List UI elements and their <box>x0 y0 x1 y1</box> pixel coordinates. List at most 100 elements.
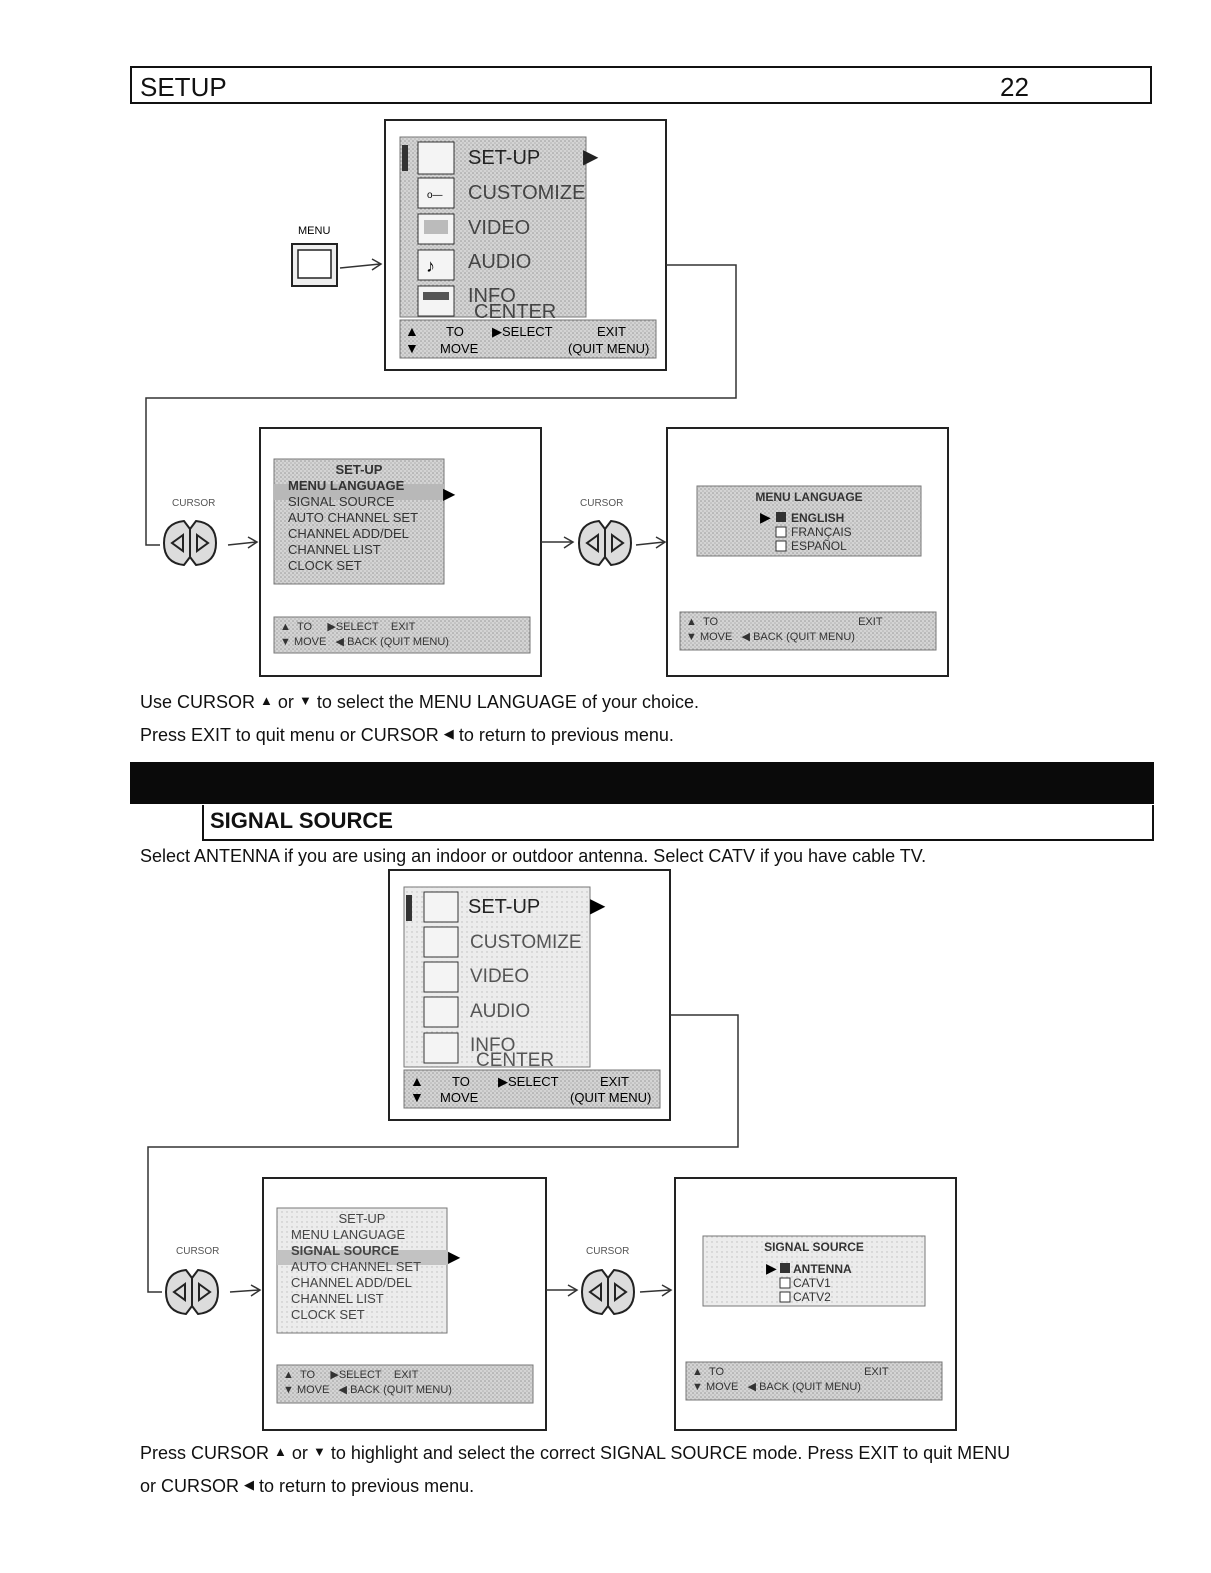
main-menu-frame-2 <box>388 869 671 1121</box>
signal-option-antenna[interactable]: ANTENNA <box>793 1262 852 1276</box>
main-menu-item-info: INFO <box>470 1035 515 1056</box>
checkbox-icon <box>779 1291 791 1303</box>
customize-icon: o— <box>417 177 455 209</box>
language-menu-title: MENU LANGUAGE <box>755 490 863 504</box>
signal-menu-text: SIGNAL SOURCE ANTENNA CATV1 CATV2 <box>703 1240 925 1304</box>
language-option-francais[interactable]: FRANÇAIS <box>791 525 852 539</box>
footer-select: ▶SELECT <box>498 1074 559 1089</box>
down-arrow-icon: ▼ <box>312 1444 326 1459</box>
signal-option-catv1[interactable]: CATV1 <box>793 1276 831 1290</box>
setup-menu-footer-1 <box>273 616 531 654</box>
main-menu-item-setup: SET-UP <box>468 147 540 169</box>
cursor-pad-icon <box>165 1269 219 1315</box>
main-menu-item-video: VIDEO <box>470 966 529 987</box>
info-icon <box>423 1032 459 1064</box>
language-option-espanol[interactable]: ESPAÑOL <box>791 539 847 553</box>
main-menu-item-audio: AUDIO <box>470 1001 530 1022</box>
language-menu-frame <box>666 427 949 677</box>
setup-menu-title: SET-UP <box>338 1211 386 1226</box>
right-arrow-icon: ▶ <box>760 509 771 525</box>
main-menu-footer-1 <box>399 319 657 359</box>
right-arrow-icon: ▶ <box>448 1249 461 1266</box>
instruction-line-2: Press EXIT to quit menu or CURSOR ◀ to r… <box>140 725 674 745</box>
main-menu-item-video: VIDEO <box>468 217 530 239</box>
cursor-pad-icon <box>581 1269 635 1315</box>
right-arrow-icon: ▶ <box>766 1260 777 1276</box>
cursor-label: CURSOR <box>176 1246 219 1257</box>
signal-menu-title: SIGNAL SOURCE <box>764 1240 864 1254</box>
instruction-line-4: or CURSOR ◀ to return to previous menu. <box>140 1476 475 1496</box>
down-arrow-icon: ▼ <box>298 693 312 708</box>
main-menu-frame-1 <box>384 119 667 371</box>
left-arrow-icon: ◀ <box>443 726 454 741</box>
setup-menu-item[interactable]: SIGNAL SOURCE <box>288 494 395 509</box>
footer-to: TO <box>446 324 464 339</box>
info-icon <box>417 285 455 317</box>
setup-menu-item[interactable]: CHANNEL LIST <box>291 1291 384 1306</box>
setup-menu-item[interactable]: CHANNEL LIST <box>288 542 381 557</box>
section-description: Select ANTENNA if you are using an indoo… <box>140 846 927 866</box>
checkbox-checked-icon <box>780 1263 790 1273</box>
connector-line-1 <box>145 264 737 540</box>
arrow-to-menu <box>339 263 381 269</box>
setup-menu-title: SET-UP <box>335 462 383 477</box>
setup-menu-item[interactable]: MENU LANGUAGE <box>291 1227 406 1242</box>
setup-menu-item[interactable]: SIGNAL SOURCE <box>291 1243 400 1258</box>
video-icon <box>417 213 455 245</box>
cursor-pad-icon <box>578 520 632 566</box>
signal-menu-panel <box>702 1235 926 1307</box>
page-number: 22 <box>1000 72 1029 102</box>
video-icon <box>423 961 459 993</box>
left-arrow-icon: ◀ <box>244 1477 255 1492</box>
signal-option-catv2[interactable]: CATV2 <box>793 1290 831 1304</box>
down-arrow-icon: ▼ <box>410 1089 424 1105</box>
connector-line-2 <box>147 1014 739 1285</box>
footer-select: ▶SELECT <box>492 324 553 339</box>
footer-exit: EXIT <box>600 1074 629 1089</box>
up-arrow-icon: ▲ <box>405 323 419 339</box>
up-arrow-icon: ▲ <box>260 693 273 708</box>
checkbox-icon <box>775 526 787 538</box>
footer-to: TO <box>452 1074 470 1089</box>
setup-menu-item[interactable]: CHANNEL ADD/DEL <box>291 1275 412 1290</box>
right-arrow-icon: ▶ <box>590 895 606 917</box>
setup-menu-item[interactable]: CLOCK SET <box>288 558 362 573</box>
setup-menu-panel-2 <box>276 1207 448 1334</box>
setup-menu-item[interactable]: CHANNEL ADD/DEL <box>288 526 409 541</box>
main-menu-item-setup: SET-UP <box>468 896 540 918</box>
language-option-english[interactable]: ENGLISH <box>791 511 845 525</box>
svg-text:♪: ♪ <box>426 256 435 276</box>
main-menu-item-audio: AUDIO <box>468 251 531 273</box>
checkbox-icon <box>779 1277 791 1289</box>
setup-menu-item[interactable]: AUTO CHANNEL SET <box>288 510 419 525</box>
setup-menu-item[interactable]: MENU LANGUAGE <box>288 478 405 493</box>
setup-menu-footer-text: ▲ TO ▶SELECT EXIT ▼ MOVE ◀ BACK (QUIT ME… <box>280 621 449 648</box>
setup-menu-footer-2 <box>276 1364 534 1404</box>
down-arrow-icon: ▼ <box>405 340 419 356</box>
instruction-line-1: Use CURSOR ▲ or ▼ to select the MENU LAN… <box>140 692 699 712</box>
cursor-label: CURSOR <box>580 498 623 509</box>
setup-menu-item[interactable]: CLOCK SET <box>291 1307 365 1322</box>
right-arrow-icon: ▶ <box>583 146 599 168</box>
setup-menu-item[interactable]: AUTO CHANNEL SET <box>291 1259 422 1274</box>
language-menu-panel <box>696 485 922 557</box>
footer-quit: (QUIT MENU) <box>570 1090 651 1105</box>
up-arrow-icon: ▲ <box>274 1444 287 1459</box>
section-title: SIGNAL SOURCE <box>210 808 393 833</box>
main-menu-item-customize: CUSTOMIZE <box>470 932 582 953</box>
footer-exit: EXIT <box>597 324 626 339</box>
checkbox-icon <box>775 540 787 552</box>
cursor-label: CURSOR <box>586 1246 629 1257</box>
main-menu-item-center: CENTER <box>474 301 556 323</box>
language-menu-footer <box>679 611 937 651</box>
setup-menu-footer-text: ▲ TO ▶SELECT EXIT ▼ MOVE ◀ BACK (QUIT ME… <box>283 1369 452 1396</box>
setup-icon <box>423 891 459 923</box>
main-menu-item-customize: CUSTOMIZE <box>468 182 585 204</box>
up-arrow-icon: ▲ <box>410 1073 424 1089</box>
checkbox-checked-icon <box>776 512 786 522</box>
